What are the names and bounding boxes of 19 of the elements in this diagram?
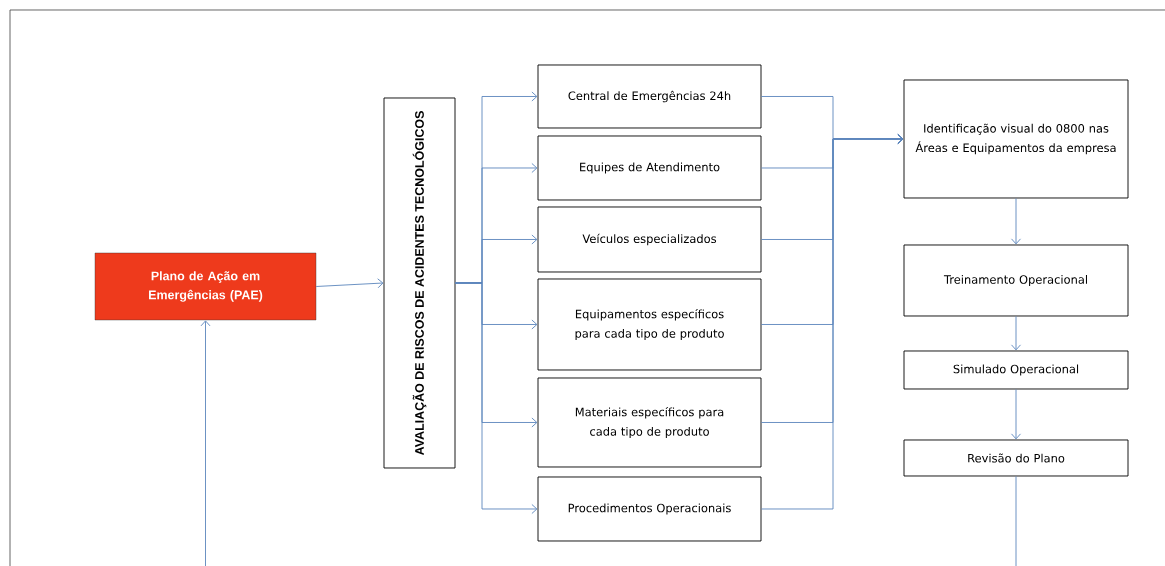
plan-box: Plano de Ação em Emergências (PAE) xyxy=(94,252,317,321)
process-box: Veículos especializados xyxy=(537,206,762,273)
arrow xyxy=(1011,198,1021,245)
process-box: Equipes de Atendimento xyxy=(537,135,762,201)
process-box: AVALIAÇÃO DE RISCOS DE ACIDENTES TECNOLÓGICOS xyxy=(383,97,456,469)
process-box: Equipamentos específicos para cada tipo de produto xyxy=(537,278,762,371)
process-box: Simulado Operacional xyxy=(903,350,1129,390)
process-box: Procedimentos Operacionais xyxy=(537,476,762,542)
arrow xyxy=(1011,389,1021,440)
process-box: Materiais específicos para cada tipo de produto xyxy=(537,377,762,468)
process-box: Treinamento Operacional xyxy=(903,244,1129,317)
process-box: Revisão do Plano xyxy=(903,439,1129,477)
arrow xyxy=(761,134,904,510)
arrow xyxy=(315,278,384,289)
process-box: Central de Emergências 24h xyxy=(537,64,762,129)
process-box: Identificação visual do 0800 nas Áreas e Equipamentos da empresa xyxy=(903,79,1129,199)
arrow xyxy=(1011,316,1021,351)
arrow xyxy=(200,320,1017,566)
arrow xyxy=(455,282,538,514)
